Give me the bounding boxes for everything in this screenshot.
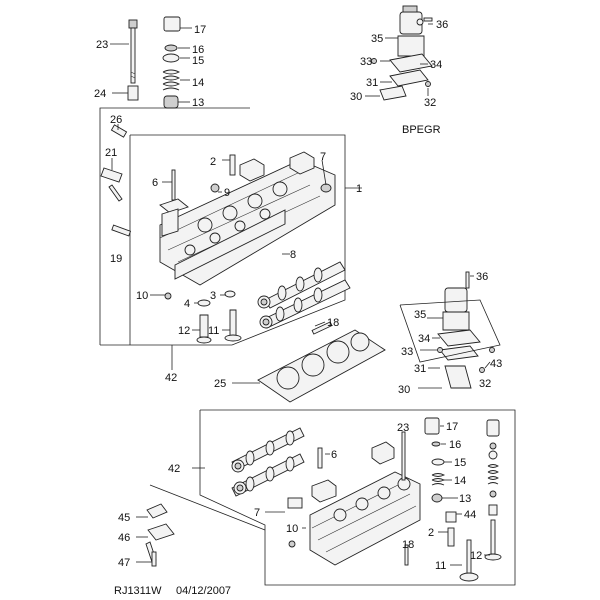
egr-label-32: 32: [424, 97, 436, 109]
top-assembly-frame: [99, 107, 362, 370]
egr-valve-top: [365, 5, 433, 101]
egr-mid-label-32: 32: [479, 378, 491, 390]
label-25: 25: [214, 378, 226, 390]
label-17: 17: [194, 24, 206, 36]
label-10: 10: [136, 290, 148, 302]
label-21: 21: [105, 147, 117, 159]
egr-mid-label-34: 34: [418, 333, 430, 345]
bottom-assembly-frame: [149, 409, 516, 586]
label-9: 9: [224, 187, 230, 199]
egr-label-31: 31: [366, 77, 378, 89]
label-13: 13: [192, 97, 204, 109]
egr-label-34: 34: [430, 59, 442, 71]
stud-top: [311, 321, 333, 335]
bottom-label-13: 13: [459, 493, 471, 505]
bottom-label-15: 15: [454, 457, 466, 469]
valve-stack-bottom: [424, 417, 502, 582]
bottom-label-7: 7: [254, 507, 260, 519]
label-14: 14: [192, 77, 204, 89]
label-11: 11: [208, 325, 219, 337]
footer-date: 04/12/2007: [176, 585, 231, 597]
egr-mid-label-36: 36: [476, 271, 488, 283]
bottom-label-42: 42: [168, 463, 180, 475]
bracket-parts-left: [136, 503, 175, 567]
label-42: 42: [165, 372, 177, 384]
label-2: 2: [210, 156, 216, 168]
bottom-label-18: 18: [402, 539, 414, 551]
bottom-label-10: 10: [286, 523, 298, 535]
valve-spring-stack: [162, 16, 192, 109]
temperature-sensor-part: [100, 158, 123, 202]
bottom-label-2: 2: [428, 527, 434, 539]
bottom-label-12: 12: [470, 550, 482, 562]
cylinder-head-top: [159, 151, 336, 286]
egr-mid-label-31: 31: [414, 363, 426, 375]
egr-caption: BPEGR: [402, 124, 441, 136]
egr-label-33: 33: [360, 56, 372, 68]
head-bolt-part: [110, 19, 138, 84]
label-15: 15: [192, 55, 204, 67]
footer: RJ1311W 04/12/2007: [114, 585, 231, 597]
label-3: 3: [210, 290, 216, 302]
bottom-label-17: 17: [446, 421, 458, 433]
label-23: 23: [96, 39, 108, 51]
bottom-label-44: 44: [464, 509, 476, 521]
label-19: 19: [110, 253, 122, 265]
label-4: 4: [184, 298, 190, 310]
bottom-label-47: 47: [118, 557, 130, 569]
camshafts-bottom: [231, 427, 305, 497]
label-16: 16: [192, 44, 204, 56]
bottom-label-45: 45: [118, 512, 130, 524]
valve-guide-part: [112, 85, 139, 101]
egr-mid-label-43: 43: [490, 358, 502, 370]
egr-label-30: 30: [350, 91, 362, 103]
label-6: 6: [152, 177, 158, 189]
top-leader-lines: [162, 159, 327, 331]
egr-mid-label-35: 35: [414, 309, 426, 321]
bottom-label-46: 46: [118, 532, 130, 544]
bottom-callout-labels: 42 23 17 16 15 14 13 44 6 7 10 2 18 12 1…: [118, 421, 482, 572]
label-26: 26: [110, 114, 122, 126]
camshafts-top: [257, 261, 351, 329]
label-7: 7: [320, 151, 326, 163]
label-12: 12: [178, 325, 190, 337]
egr-mid-callout-labels: 36 35 34 33 43 31 30 32: [398, 271, 502, 396]
egr-valve-mid: [399, 271, 501, 389]
label-8: 8: [290, 249, 296, 261]
bottom-label-6: 6: [331, 449, 337, 461]
label-1: 1: [356, 183, 362, 195]
top-callout-labels: 23 17 16 15 14 13 24 26 21 6 9 2 7 1 19 …: [94, 24, 362, 390]
egr-label-35: 35: [371, 33, 383, 45]
head-gasket-part: [232, 329, 386, 403]
cylinder-head-bottom: [265, 431, 421, 566]
footer-code: RJ1311W: [114, 585, 162, 597]
egr-label-36: 36: [436, 19, 448, 31]
label-18: 18: [327, 317, 339, 329]
egr-mid-label-33: 33: [401, 346, 413, 358]
egr-top-callout-labels: 36 35 33 34 31 30 32 BPEGR: [350, 19, 448, 136]
label-24: 24: [94, 88, 106, 100]
small-parts-left: [111, 224, 242, 344]
bottom-label-11: 11: [435, 560, 446, 572]
bottom-label-16: 16: [449, 439, 461, 451]
egr-mid-label-30: 30: [398, 384, 410, 396]
bottom-label-23: 23: [397, 422, 409, 434]
dowel-pin-part: [110, 124, 128, 138]
bottom-label-14: 14: [454, 475, 466, 487]
